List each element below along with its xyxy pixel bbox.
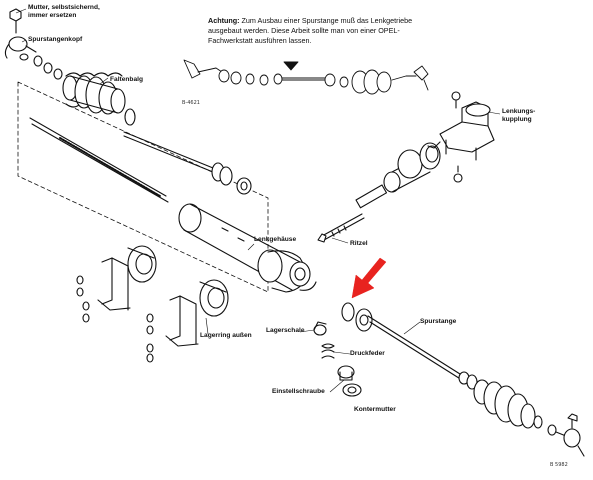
note-text: Zum Ausbau einer Spurstange muß das Lenk…	[208, 16, 413, 45]
rack	[29, 117, 169, 203]
pinion	[317, 184, 388, 243]
coupling-sleeve	[383, 142, 441, 193]
label-spurstange: Spurstange	[420, 318, 457, 325]
warning-note: Achtung: Zum Ausbau einer Spurstange muß…	[208, 16, 430, 46]
adjuster-assembly	[313, 321, 362, 397]
tie-rod-left	[123, 131, 252, 195]
label-mutter-line1: Mutter, selbstsichernd,	[28, 4, 100, 11]
label-lagerring-aussen: Lagerring außen	[200, 332, 252, 339]
leader-lines	[15, 8, 501, 393]
small-nuts-left	[33, 55, 63, 80]
label-spurstangenkopf: Spurstangenkopf	[28, 36, 83, 43]
label-mutter: Mutter, selbstsichernd, immer ersetzen	[28, 4, 100, 19]
bellows-right	[473, 379, 543, 429]
note-heading: Achtung:	[208, 16, 240, 25]
rack-dashed-group	[17, 81, 269, 293]
bolts-left	[76, 275, 154, 363]
label-faltenbalg: Faltenbalg	[110, 76, 143, 83]
label-druckfeder: Druckfeder	[350, 350, 385, 357]
inset-removal-sequence	[183, 59, 429, 95]
label-lenkgehaeuse: Lenkgehäuse	[254, 236, 297, 243]
tie-rod-end-right	[547, 413, 585, 457]
steering-housing	[178, 203, 317, 293]
steering-coupling	[427, 91, 495, 183]
clamp-ring-left	[124, 108, 136, 126]
inset-figure-code: B-4621	[182, 100, 200, 106]
label-ritzel: Ritzel	[350, 240, 368, 247]
main-figure-code: B 5982	[550, 462, 568, 468]
label-lagerschale: Lagerschale	[266, 327, 305, 334]
label-lenkungskupplung-line1: Lenkungs-	[502, 108, 536, 115]
tie-rod-right	[341, 302, 478, 390]
mounting-bracket-2	[165, 279, 229, 347]
label-mutter-line2: immer ersetzen	[28, 11, 77, 19]
mounting-bracket-1	[97, 245, 157, 311]
label-lenkungskupplung: Lenkungs- kupplung	[502, 108, 535, 123]
label-einstellschraube: Einstellschraube	[272, 388, 325, 395]
highlight-arrow	[351, 257, 387, 299]
bellows-left	[62, 72, 126, 115]
label-lenkungskupplung-line2: kupplung	[502, 115, 532, 123]
label-kontermutter: Kontermutter	[354, 406, 396, 413]
